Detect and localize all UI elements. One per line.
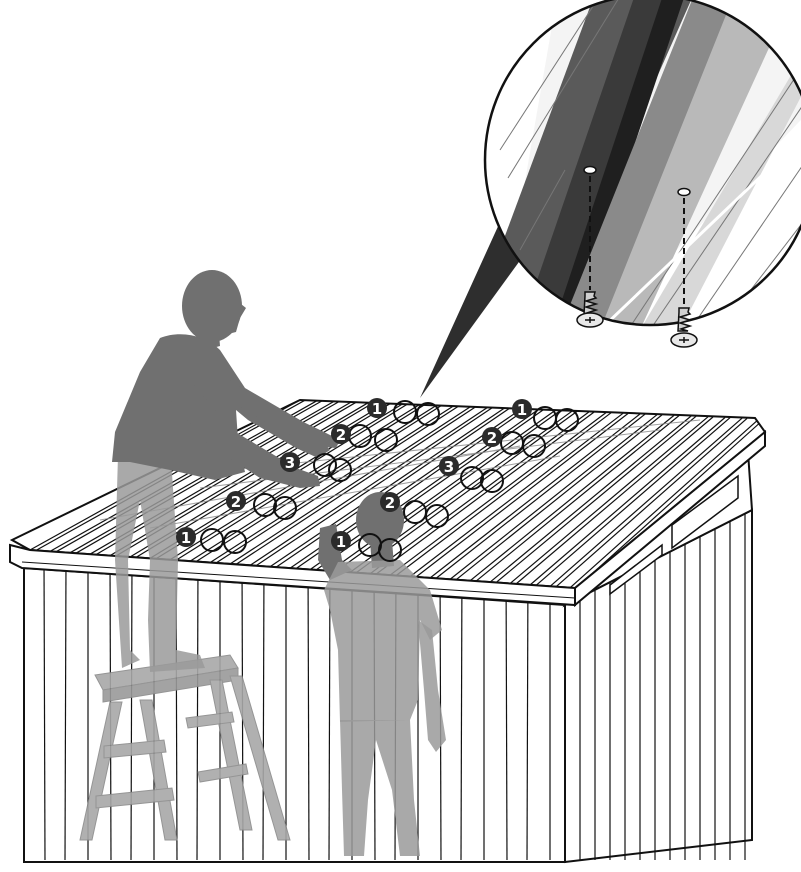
step-badge-left-4: 2	[226, 491, 246, 511]
step-badge-label: 3	[285, 454, 295, 472]
step-badge-right-6: 1	[512, 399, 532, 419]
step-badge-label: 1	[517, 401, 527, 419]
step-badge-right-10: 1	[331, 531, 351, 551]
step-badge-right-8: 3	[439, 456, 459, 476]
step-badge-label: 1	[372, 400, 382, 418]
step-badge-label: 2	[336, 426, 346, 444]
step-badge-left-5: 1	[176, 527, 196, 547]
step-badge-left-1: 1	[367, 398, 387, 418]
step-badge-label: 3	[444, 458, 454, 476]
step-badge-label: 2	[231, 493, 241, 511]
step-badge-label: 1	[181, 529, 191, 547]
detail-magnifier	[470, 0, 801, 347]
screw-hole-icon	[678, 189, 690, 196]
step-badge-left-2: 2	[331, 424, 351, 444]
step-badge-right-9: 2	[380, 492, 400, 512]
step-badge-left-3: 3	[280, 452, 300, 472]
step-badge-label: 2	[385, 494, 395, 512]
shed-front-wall	[24, 560, 565, 862]
step-badge-right-7: 2	[482, 427, 502, 447]
step-badge-label: 2	[487, 429, 497, 447]
step-badge-label: 1	[336, 533, 346, 551]
screw-hole-icon	[584, 167, 596, 174]
